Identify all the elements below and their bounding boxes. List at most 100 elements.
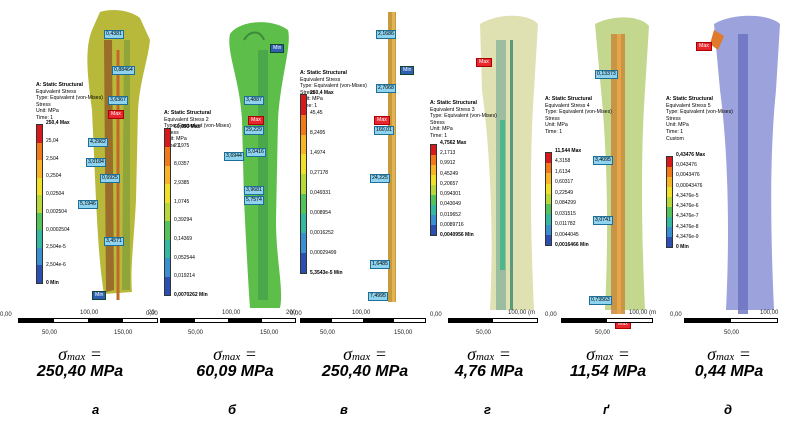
legend-color-swatch xyxy=(165,221,170,240)
max-marker: Max xyxy=(108,110,124,119)
legend-info: A: Static Structural Equivalent Stress 4… xyxy=(545,96,615,136)
scale-label-start: 0,00 xyxy=(430,312,442,318)
legend-tick-label: 4,3476e-5 xyxy=(676,192,699,199)
legend-header: A: Static Structural xyxy=(36,82,83,88)
legend-tick-label: 0,2504 xyxy=(46,173,62,180)
legend-color-swatch xyxy=(546,234,551,245)
legend-tick-label: 0,0016252 xyxy=(310,230,334,236)
legend-line: Unit: MPa xyxy=(430,126,453,133)
panel-label: а xyxy=(92,402,100,417)
legend-tick-label: 2,504e-5 xyxy=(46,244,66,251)
legend-color-swatch xyxy=(431,224,436,235)
legend-tick-label: 0,011782 xyxy=(555,221,576,228)
panel-e: Max 0,13373 3,4095 3,0741 0,73563 A: Sta… xyxy=(545,0,670,441)
probe-label: 2,7068 xyxy=(376,84,396,93)
legend-line: Type: Equivalent (von-Mises) Stress xyxy=(666,109,733,122)
legend-color-swatch xyxy=(37,212,42,231)
probe-label: 3,6367 xyxy=(108,96,128,105)
min-marker: Min xyxy=(270,44,285,53)
probe-label: 0,6925 xyxy=(100,174,120,183)
legend-colorbar xyxy=(666,156,673,248)
panel-label: в xyxy=(340,402,348,417)
legend-colorbar xyxy=(36,124,43,284)
stress-value: 4,76 MPa xyxy=(454,363,524,380)
legend-color-swatch xyxy=(667,157,672,167)
probe-label: 2,1686 xyxy=(376,30,396,39)
legend-line: Custom xyxy=(666,135,684,142)
legend-tick-label: 11,544 Max xyxy=(555,148,582,154)
legend-tick-label: 1,6134 xyxy=(555,168,571,175)
legend-line: Type: Equivalent (von-Mises) Stress xyxy=(300,83,367,96)
scale-label-mid: 100,00 xyxy=(80,310,99,316)
stress-value: 11,54 MPa xyxy=(569,363,647,380)
scale-bar xyxy=(448,318,538,323)
legend-tick-label: 2,504e-6 xyxy=(46,262,66,269)
stress-value: 60,09 MPa xyxy=(196,363,274,380)
legend-tick-label: 45,45 xyxy=(310,109,323,116)
legend-tick-label: 4,3476e-6 xyxy=(676,203,699,210)
scale-label-sub1: 50,00 xyxy=(595,330,611,336)
probe-label: 3,4887 xyxy=(244,96,264,105)
legend-tick-label: 0,002504 xyxy=(46,208,67,215)
legend-color-swatch xyxy=(667,236,672,247)
legend-line: Equivalent Stress 2 xyxy=(164,116,209,123)
legend-tick-label: 0,43476 Max xyxy=(676,152,706,158)
legend-tick-label: 4,3158 xyxy=(555,158,571,165)
legend-line: Time: 1 xyxy=(36,114,54,121)
legend-line: Type: Equivalent (von-Mises) Stress xyxy=(545,109,612,122)
stress-result: σmax = 0,44 MPa xyxy=(674,344,784,381)
legend-color-swatch xyxy=(667,196,672,207)
legend-color-swatch xyxy=(431,195,436,205)
legend-color-swatch xyxy=(165,202,170,222)
scale-label-sub2: 150,00 xyxy=(394,330,413,336)
legend-color-swatch xyxy=(546,153,551,164)
legend-tick-label: 4,3476e-7 xyxy=(676,213,699,220)
legend-tick-label: 0,0043476 xyxy=(676,172,700,179)
probe-label: 0,13373 xyxy=(595,70,618,79)
legend-tick-label: 0,0044045 xyxy=(555,231,579,238)
legend-tick-label: 0,22549 xyxy=(555,189,574,196)
legend-tick-label: 0,45249 xyxy=(440,170,459,177)
legend-tick-label: 0,00043476 xyxy=(676,182,703,189)
scale-label-mid: 100,00 xyxy=(222,310,241,316)
legend-color-swatch xyxy=(667,166,672,177)
bone-model-e xyxy=(595,17,649,314)
panel-label: г xyxy=(484,402,491,417)
probe-label: 5,7574 xyxy=(244,196,264,205)
legend-line: Type: Equivalent (von-Mises) Stress xyxy=(164,123,231,136)
scale-bar xyxy=(684,318,778,323)
probe-label: 160,01 xyxy=(374,126,394,135)
legend-tick-label: 0,0089716 xyxy=(440,221,464,228)
max-marker: Max xyxy=(476,58,492,67)
scale-label-sub2: 150,00 xyxy=(114,330,133,336)
probe-label: 3,9681 xyxy=(244,186,264,195)
panel-label: ґ xyxy=(603,402,610,417)
scale-label-sub1: 50,00 xyxy=(188,330,204,336)
legend-color-swatch xyxy=(165,147,170,166)
legend-tick-label: 0,27178 xyxy=(310,169,329,176)
panel-c: Max Min 2,1686 2,7068 160,01 24,225 1,64… xyxy=(290,0,430,441)
legend-info: A: Static Structural Equivalent Stress T… xyxy=(36,82,106,122)
probe-label: 0,4381 xyxy=(104,30,124,39)
panel-d: Max A: Static Structural Equivalent Stre… xyxy=(430,0,545,441)
legend-color-swatch xyxy=(431,154,436,165)
legend-color-swatch xyxy=(37,195,42,213)
probe-label: 29,229 xyxy=(244,126,264,135)
legend-line: Equivalent Stress 4 xyxy=(545,102,590,109)
legend-color-swatch xyxy=(667,176,672,187)
legend-tick-label: 0,0070262 Min xyxy=(174,292,208,298)
legend-line: Unit: MPa xyxy=(36,108,59,115)
legend-tick-label: 250,4 Max xyxy=(310,90,334,96)
legend-tick-label: 0,20657 xyxy=(440,180,459,187)
legend-colorbar xyxy=(430,144,437,236)
scale-label-mid: 100,00 (m xyxy=(508,310,536,316)
stress-value: 250,40 MPa xyxy=(36,363,124,380)
legend-color-swatch xyxy=(667,187,672,197)
legend-line: Unit: MPa xyxy=(164,136,187,143)
stress-value: 0,44 MPa xyxy=(694,363,764,380)
max-marker: Max xyxy=(696,42,712,51)
legend-tick-label: 2,1713 xyxy=(440,150,456,157)
legend-color-swatch xyxy=(37,265,42,283)
